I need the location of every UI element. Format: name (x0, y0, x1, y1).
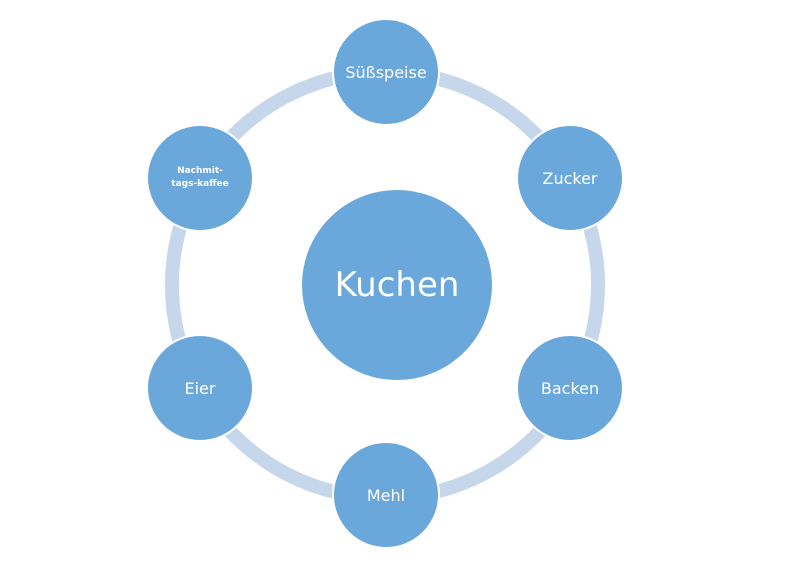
node-eier: Eier (146, 334, 254, 442)
node-mehl: Mehl (332, 441, 440, 549)
node-zucker: Zucker (516, 124, 624, 232)
node-nachmittagskaffee: Nachmit-tags-kaffee (146, 124, 254, 232)
node-backen: Backen (516, 334, 624, 442)
center-node-kuchen: Kuchen (300, 188, 494, 382)
node-suesspeise: Süßspeise (332, 18, 440, 126)
